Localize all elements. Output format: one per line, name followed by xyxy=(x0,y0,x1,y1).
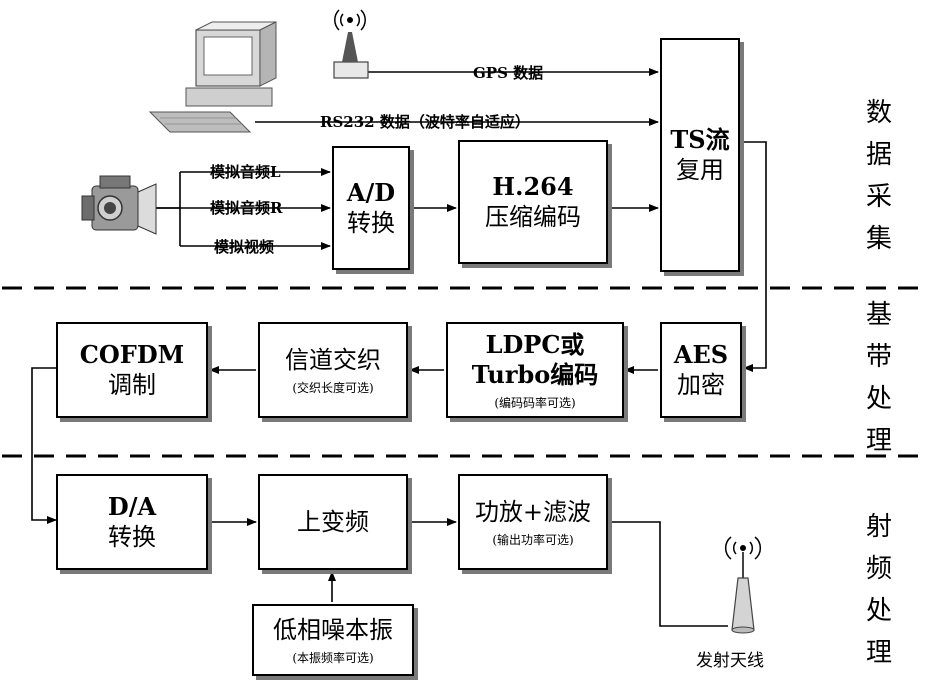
cofdm-modulator-block: COFDM 调制 xyxy=(56,322,208,418)
audio-r-label: 模拟音频R xyxy=(210,199,283,217)
ts-subtitle: 复用 xyxy=(676,156,724,184)
aes-title: AES xyxy=(673,340,729,369)
camcorder-icon xyxy=(81,175,157,235)
interleaver-title: 信道交织 xyxy=(285,345,381,374)
power-amp-note: (输出功率可选) xyxy=(492,532,574,547)
section-char: 射 xyxy=(865,512,892,542)
ad-title: A/D xyxy=(346,178,396,207)
section-label-acquisition: 数 据 采 集 xyxy=(864,92,894,260)
ldpc-note: (编码码率可选) xyxy=(494,395,576,410)
ldpc-subtitle: Turbo编码 xyxy=(471,359,599,389)
ts-title: TS流 xyxy=(670,125,730,154)
section-char: 集 xyxy=(865,224,892,254)
section-char: 据 xyxy=(865,140,892,170)
da-subtitle: 转换 xyxy=(108,523,156,551)
h264-subtitle: 压缩编码 xyxy=(485,203,581,231)
da-converter-block: D/A 转换 xyxy=(56,474,208,570)
aes-encrypt-block: AES 加密 xyxy=(660,322,742,418)
section-label-rf: 射 频 处 理 xyxy=(864,506,894,674)
upconverter-title: 上变频 xyxy=(297,508,369,536)
section-char: 带 xyxy=(865,342,892,372)
h264-title: H.264 xyxy=(492,172,574,201)
transmit-antenna-icon xyxy=(724,536,762,634)
section-char: 数 xyxy=(865,98,892,128)
section-char: 采 xyxy=(865,182,892,212)
arrow-ts-to-aes xyxy=(740,141,767,372)
section-char: 处 xyxy=(865,596,892,626)
upconverter-block: 上变频 xyxy=(258,474,408,570)
ldpc-turbo-block: LDPC或 Turbo编码 (编码码率可选) xyxy=(446,322,624,418)
section-char: 理 xyxy=(865,638,892,668)
gps-antenna-icon xyxy=(333,9,369,79)
section-char: 频 xyxy=(865,554,892,584)
interleaver-block: 信道交织 (交织长度可选) xyxy=(258,322,408,418)
power-amp-filter-block: 功放+滤波 (输出功率可选) xyxy=(458,474,608,570)
local-oscillator-block: 低相噪本振 (本振频率可选) xyxy=(252,604,414,676)
audio-l-label: 模拟音频L xyxy=(210,163,281,181)
computer-icon xyxy=(148,21,277,133)
section-char: 处 xyxy=(865,384,892,414)
h264-encoder-block: H.264 压缩编码 xyxy=(458,140,608,264)
power-amp-title: 功放+滤波 xyxy=(474,497,592,526)
aes-subtitle: 加密 xyxy=(677,371,725,399)
section-char: 基 xyxy=(865,300,892,330)
camcorder-bus xyxy=(155,172,181,246)
gps-data-label: GPS 数据 xyxy=(473,64,544,82)
arrow-cofdm-to-da xyxy=(31,367,57,524)
wire-pa-to-antenna xyxy=(608,521,728,627)
ad-converter-block: A/D 转换 xyxy=(332,146,410,270)
ad-subtitle: 转换 xyxy=(347,209,395,237)
lo-title: 低相噪本振 xyxy=(273,615,393,644)
ldpc-title: LDPC或 xyxy=(485,329,585,359)
section-label-baseband: 基 带 处 理 xyxy=(864,294,894,462)
interleaver-note: (交织长度可选) xyxy=(292,380,374,395)
cofdm-title: COFDM xyxy=(79,340,185,369)
rs232-data-label: RS232 数据（波特率自适应） xyxy=(320,113,530,131)
video-label: 模拟视频 xyxy=(214,238,275,256)
lo-note: (本振频率可选) xyxy=(292,650,374,665)
cofdm-subtitle: 调制 xyxy=(108,371,156,399)
da-title: D/A xyxy=(107,492,157,521)
antenna-label: 发射天线 xyxy=(696,651,764,671)
ts-mux-block: TS流 复用 xyxy=(660,38,740,272)
section-char: 理 xyxy=(865,426,892,456)
